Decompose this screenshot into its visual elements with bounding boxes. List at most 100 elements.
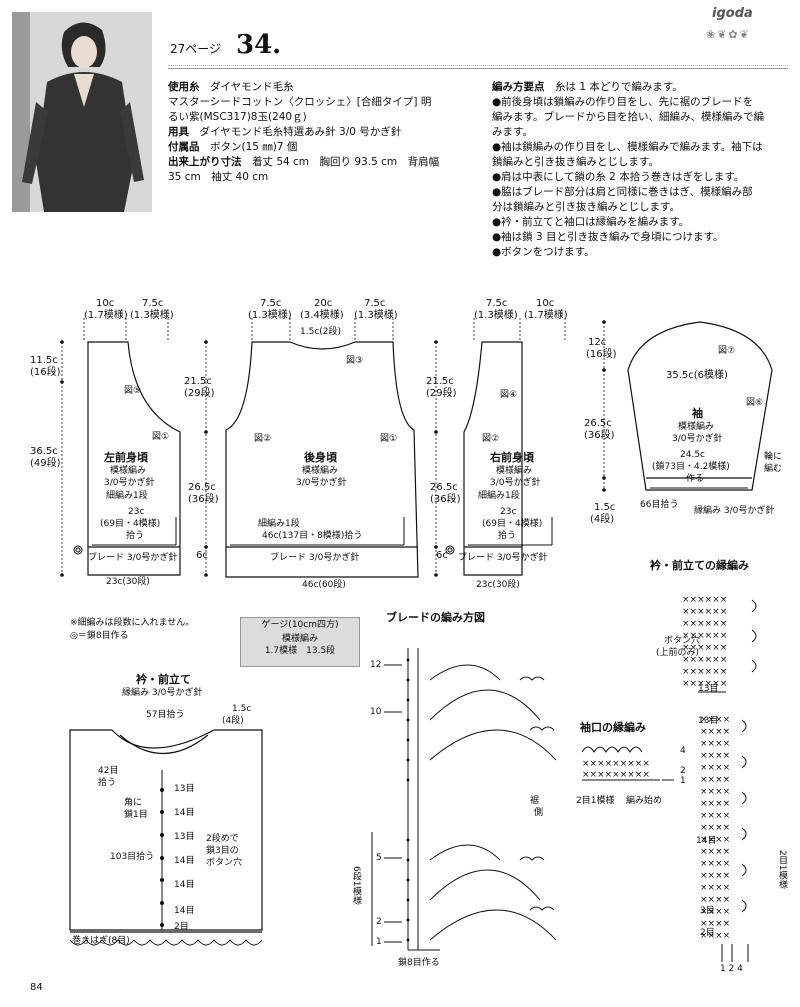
cuff-start: 編み始め bbox=[626, 796, 663, 806]
rf-h2b: (36段) bbox=[430, 494, 461, 505]
gauge-line-2: 1.7模様 13.5段 bbox=[264, 646, 336, 656]
svg-text:××××: ×××× bbox=[700, 835, 730, 845]
band-c13b: 13目 bbox=[698, 716, 719, 726]
svg-text:××××: ×××× bbox=[700, 715, 730, 725]
band-buttonhole: ボタン穴 bbox=[664, 636, 701, 646]
instructions-note: 糸は 1 本どりで編みます。 bbox=[555, 81, 683, 93]
braid-chart-title: ブレードの編み方図 bbox=[386, 611, 485, 624]
bk-pickup: 46c(137目・8模様)拾う bbox=[262, 531, 363, 541]
lf-h2: 36.5c bbox=[30, 446, 58, 457]
front-band-chart-symbols: ×××××××××××× ×××××××××××× ×××××××××××× ×… bbox=[682, 595, 730, 941]
instruction-line: ●袖は鎖編みの作り目をし、模様編みで編みます。袖下は bbox=[492, 141, 763, 153]
bk-fig2: 図② bbox=[254, 434, 272, 444]
svg-text:××××××: ×××××× bbox=[682, 595, 727, 605]
collar-r13b: 13目 bbox=[174, 832, 195, 842]
band-c14: 14目 bbox=[696, 836, 717, 846]
lf-pickup-b: (69目・4模様) bbox=[100, 519, 161, 529]
bk-neck: 1.5c(2段) bbox=[300, 327, 342, 337]
size-label: 出来上がり寸法 bbox=[168, 156, 242, 168]
rf-top-w2b: (1.7模様) bbox=[524, 310, 568, 321]
sl-fig6: 図⑥ bbox=[746, 398, 764, 408]
collar-corner: 角に bbox=[124, 798, 143, 808]
band-cols: 1 2 4 bbox=[720, 964, 743, 974]
bk-h2: 26.5c bbox=[188, 482, 216, 493]
svg-text:×××××××××: ××××××××× bbox=[582, 759, 650, 769]
sl-h2b: (36段) bbox=[584, 430, 615, 441]
size-value-2: 35 cm 袖丈 40 cm bbox=[168, 171, 269, 183]
back-outline bbox=[225, 341, 419, 578]
collar-d1: 1.5c bbox=[232, 704, 252, 714]
materials-block: 使用糸 ダイヤモンド毛糸 マスターシードコットン〈クロッシェ〉[合細タイプ] 明… bbox=[168, 80, 473, 185]
bk-fig1: 図① bbox=[380, 434, 398, 444]
instructions-block: 編み方要点 糸は 1 本どりで編みます。 ●前後身頃は鎖編みの作り目をし、先に裾… bbox=[492, 80, 792, 260]
lf-top-w1: 10c bbox=[96, 298, 115, 309]
collar-pick57: 57目拾う bbox=[146, 710, 185, 720]
bk-top-w1: 7.5c bbox=[260, 298, 282, 309]
collar-bh2: 鎖3目の bbox=[206, 846, 239, 856]
instruction-line: ●衿・前立てと袖口は縁編みを編みます。 bbox=[492, 216, 690, 228]
collar-bh3: ボタン穴 bbox=[206, 858, 243, 868]
svg-text:××××: ×××× bbox=[700, 787, 730, 797]
cuff-r4: 4 bbox=[680, 746, 686, 756]
svg-text:××××××: ×××××× bbox=[682, 667, 727, 677]
sl-hook: 3/0号かぎ針 bbox=[672, 434, 723, 444]
bk-h1b: (29段) bbox=[184, 388, 215, 399]
braid-r10: 10 bbox=[370, 707, 382, 717]
sl-h3b: (4段) bbox=[590, 514, 615, 525]
collar-subtitle: 縁編み 3/0号かぎ針 bbox=[122, 688, 203, 698]
rf-top-w2: 10c bbox=[536, 298, 555, 309]
sl-ring: 輪に bbox=[764, 452, 783, 462]
cuff-title: 袖口の縁編み bbox=[580, 721, 646, 734]
instruction-line: ●脇はブレード部分は肩と同様に巻きはぎ、模様編み部 bbox=[492, 186, 753, 198]
band-c2: 2目 bbox=[700, 928, 715, 938]
instruction-line: 編みます。ブレードから目を拾い、細編み、模様編みで編 bbox=[492, 111, 764, 123]
bk-top-w1b: (1.3模様) bbox=[248, 310, 292, 321]
braid-r12: 12 bbox=[370, 660, 382, 670]
rf-top-w1: 7.5c bbox=[486, 298, 508, 309]
notions-value: ボタン(15 ㎜)7 個 bbox=[210, 141, 298, 153]
instruction-line: ●ボタンをつけます。 bbox=[492, 246, 595, 258]
braid-edge: 裾 bbox=[530, 796, 540, 806]
svg-text:××××: ×××× bbox=[700, 751, 730, 761]
bk-top-w2: 20c bbox=[314, 298, 333, 309]
braid-r1: 1 bbox=[376, 937, 382, 947]
yarn-value: ダイヤモンド毛糸 bbox=[210, 81, 294, 93]
instruction-line: ●前後身頃は鎖編みの作り目をし、先に裾のブレードを bbox=[492, 96, 754, 108]
lf-h2b: (49段) bbox=[30, 458, 61, 469]
band-c13a: 13目 bbox=[698, 684, 719, 694]
bk-title: 後身頃 bbox=[304, 451, 337, 464]
size-value: 着丈 54 cm 胸回り 93.5 cm 背肩幅 bbox=[252, 156, 440, 168]
rf-sc-row: 細編み1段 bbox=[478, 491, 520, 501]
rf-pickup: 23c bbox=[500, 507, 517, 517]
rf-braid: ブレード 3/0号かぎ針 bbox=[458, 553, 548, 563]
rf-pickup-b: (69目・4模様) bbox=[482, 519, 543, 529]
page-reference: 27ページ bbox=[170, 42, 222, 56]
cuff-rep: 2目1模様 bbox=[576, 796, 615, 806]
lf-fig5: 図⑤ bbox=[124, 386, 142, 396]
sl-ring-b: 編む bbox=[764, 464, 783, 474]
sl-h1: 12c bbox=[588, 337, 607, 348]
svg-text:××××: ×××× bbox=[700, 847, 730, 857]
lf-top-w1b: (1.7模様) bbox=[84, 310, 128, 321]
svg-text:××××: ×××× bbox=[700, 931, 730, 941]
collar-r14a: 14目 bbox=[174, 808, 195, 818]
sl-pattern: 模様編み bbox=[678, 422, 715, 432]
braid-chart-symbols bbox=[371, 648, 557, 951]
svg-text:×××××××××: ××××××××× bbox=[582, 770, 650, 780]
sl-cast-b: (鎖73目・4.2模様) bbox=[652, 462, 730, 472]
lf-top-w2: 7.5c bbox=[142, 298, 164, 309]
svg-text:××××: ×××× bbox=[700, 907, 730, 917]
svg-text:××××: ×××× bbox=[700, 859, 730, 869]
bk-top-w3: 7.5c bbox=[364, 298, 386, 309]
svg-text:××××××: ×××××× bbox=[682, 619, 727, 629]
rf-h1: 21.5c bbox=[426, 376, 454, 387]
bk-bottom: 46c(60段) bbox=[302, 580, 346, 590]
rf-top-w1b: (1.3模様) bbox=[474, 310, 518, 321]
svg-text:××××: ×××× bbox=[700, 871, 730, 881]
bk-h3: 6c bbox=[196, 550, 208, 561]
svg-text:××××××: ×××××× bbox=[682, 607, 727, 617]
braid-rep: 6段1模様 bbox=[351, 866, 361, 905]
lf-fig1: 図① bbox=[152, 432, 170, 442]
cuff-chart-symbols bbox=[581, 746, 674, 781]
